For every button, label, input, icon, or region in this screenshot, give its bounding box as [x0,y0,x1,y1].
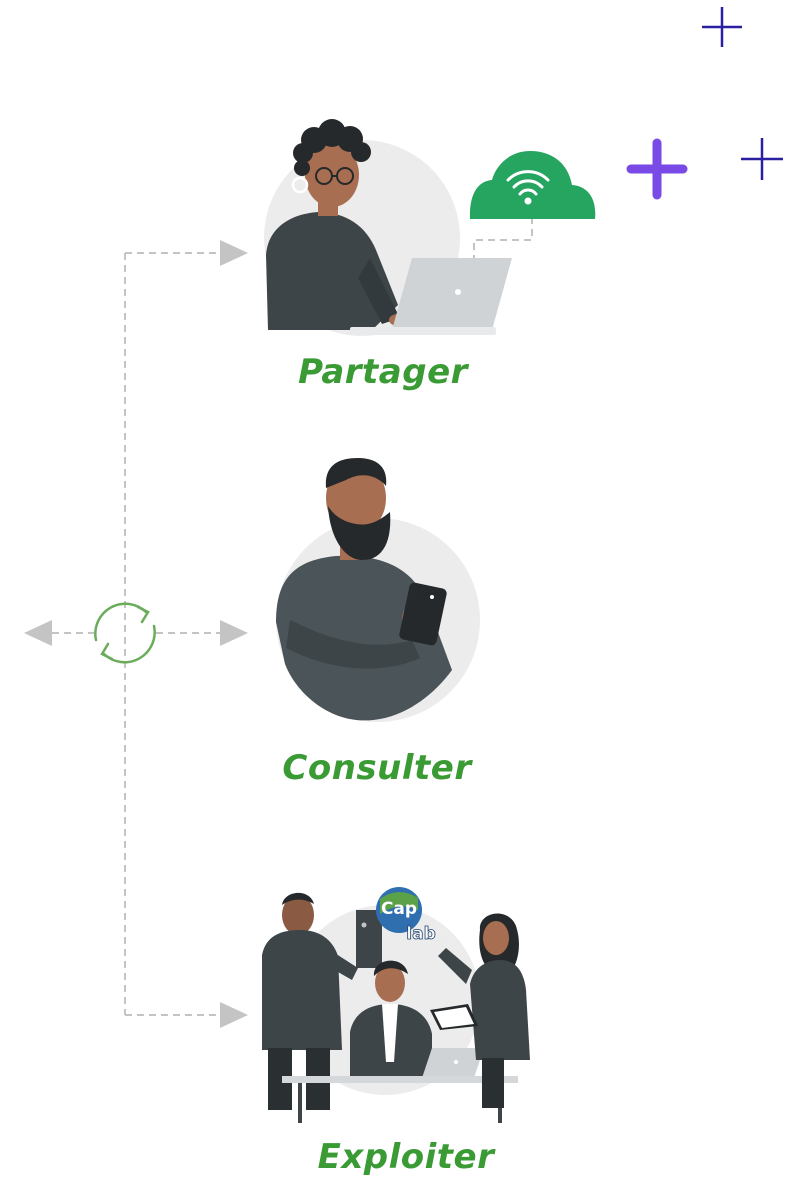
device-panel [356,910,382,968]
person-consulter-illustration [276,458,480,722]
phone [399,582,447,646]
desk [282,1076,518,1083]
connector-lines [52,215,533,1016]
plus-icon [702,7,742,47]
arrow-exploiter [220,1002,248,1028]
arrow-left [24,620,52,646]
woman [430,913,530,1108]
laptop-cloud-link [473,215,533,262]
seated-man [350,960,432,1078]
laptop [392,258,512,330]
wifi-cloud-icon [469,151,596,219]
step-label-partager: Partager [298,352,468,392]
arrow-consulter [220,620,248,646]
logo-text-top: Cap [381,899,417,919]
plus-icon [741,138,783,180]
step-label-exploiter: Exploiter [317,1137,495,1177]
refresh-cycle-icon [94,602,156,664]
person-partager-illustration [264,119,512,336]
caplab-logo: Cap lab [376,887,436,944]
plus-icon [626,138,688,200]
logo-text-bottom: lab [406,924,435,944]
step-label-consulter: Consulter [282,748,472,788]
standing-man [262,892,358,1110]
team-exploiter-illustration: Cap lab [262,887,530,1123]
connector-arrows [24,240,248,1028]
arrow-partager [220,240,248,266]
